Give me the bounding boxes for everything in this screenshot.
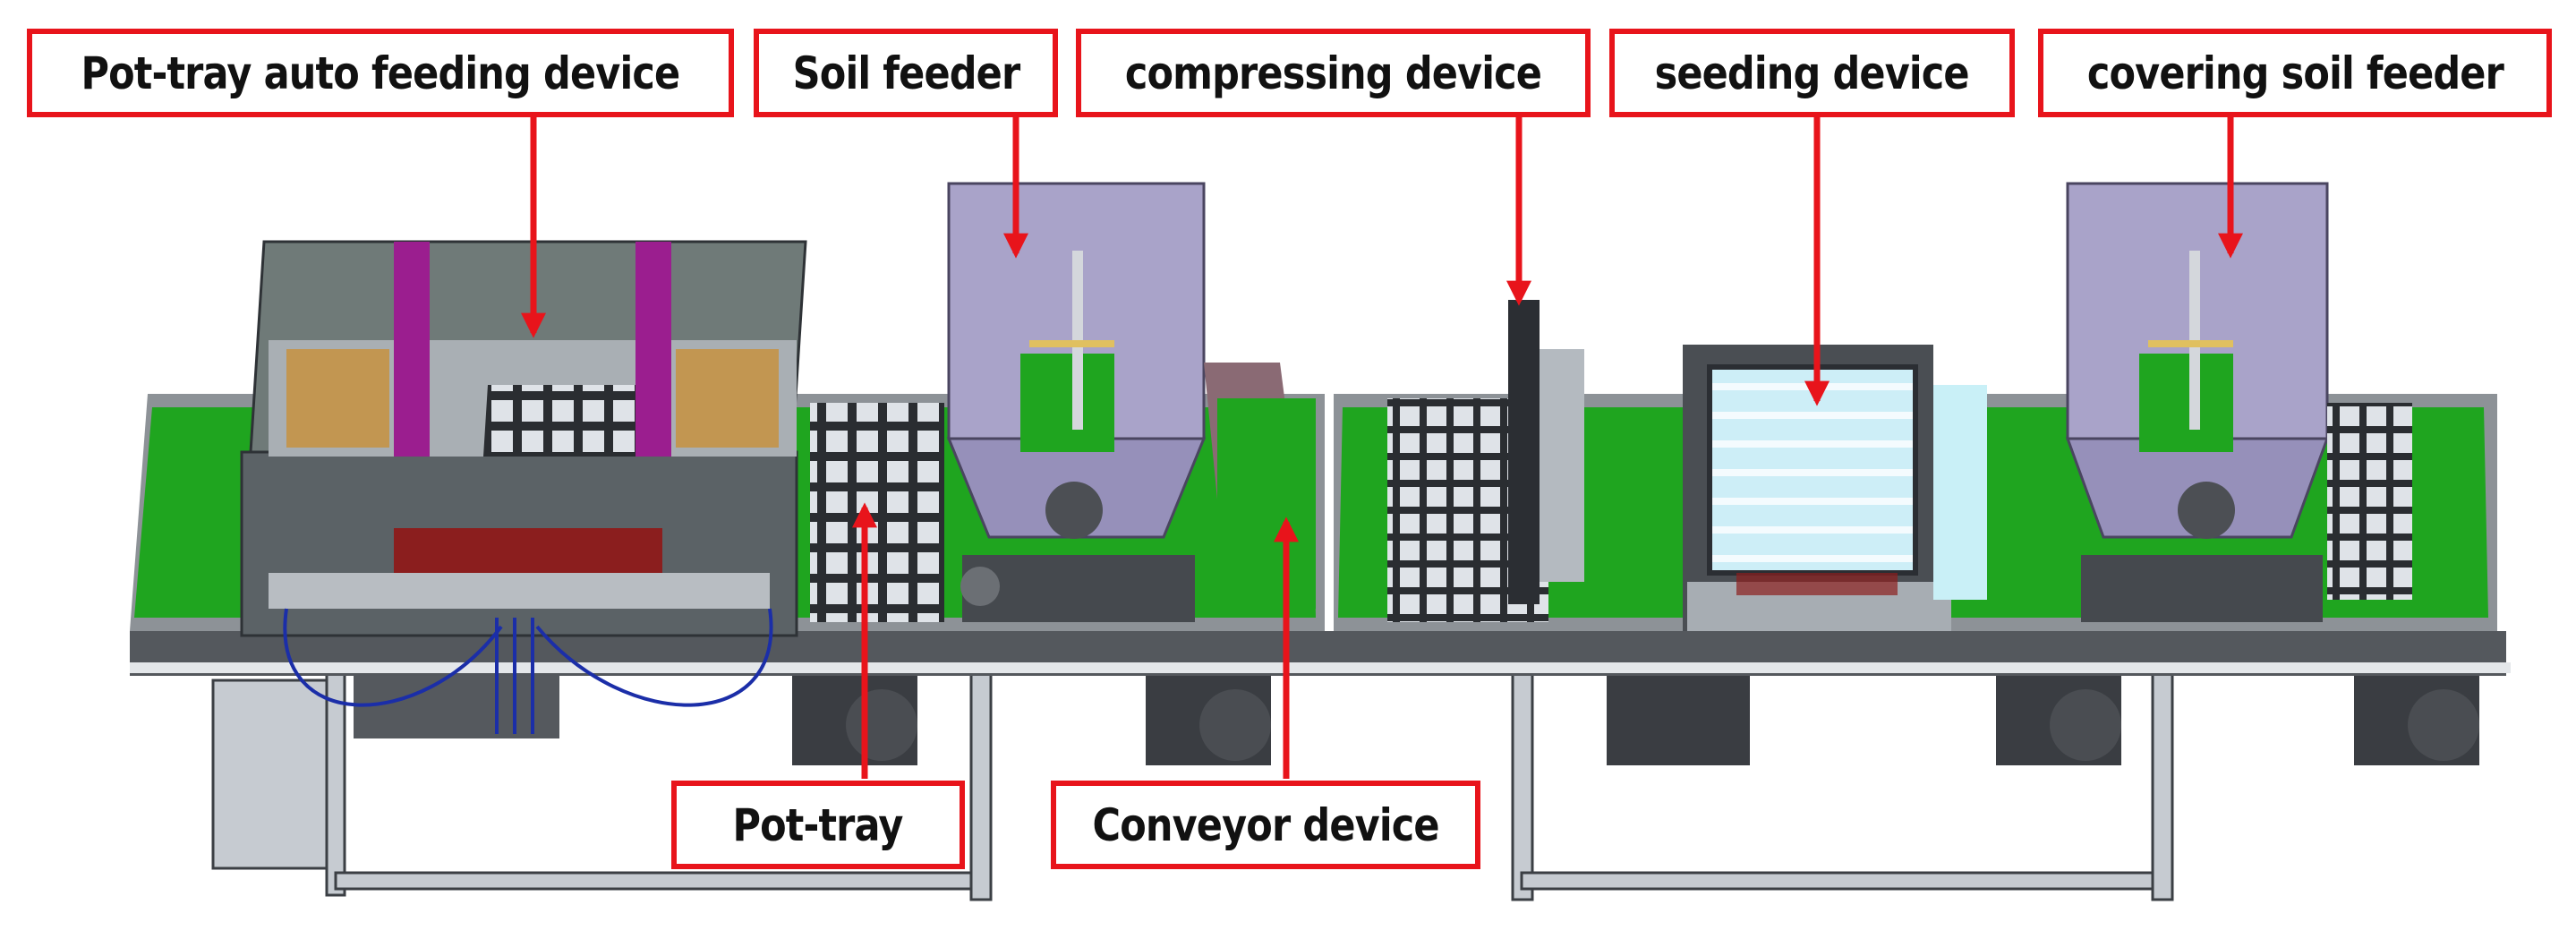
covering-soil-feeder-hopper — [2065, 182, 2412, 622]
label-compressing-device: compressing device — [1076, 29, 1591, 117]
compressing-machine — [1387, 300, 1584, 622]
label-seeding-device: seeding device — [1609, 29, 2015, 117]
seeding-machine — [1683, 345, 1987, 631]
label-covering-soil-feeder: covering soil feeder — [2038, 29, 2552, 117]
drive-motors — [354, 667, 2479, 765]
label-soil-feeder: Soil feeder — [754, 29, 1058, 117]
label-conveyor-device: Conveyor device — [1051, 781, 1480, 869]
label-pot-tray-auto-feeding-device: Pot-tray auto feeding device — [27, 29, 734, 117]
soil-feeder-hopper — [946, 182, 1207, 622]
support-legs — [211, 661, 2174, 901]
label-pot-tray: Pot-tray — [671, 781, 965, 869]
conveyor-chute — [1204, 363, 1316, 609]
callout-arrows — [521, 116, 2243, 779]
pot-tray — [810, 403, 944, 622]
pot-tray-auto-feeding-machine — [240, 240, 807, 734]
